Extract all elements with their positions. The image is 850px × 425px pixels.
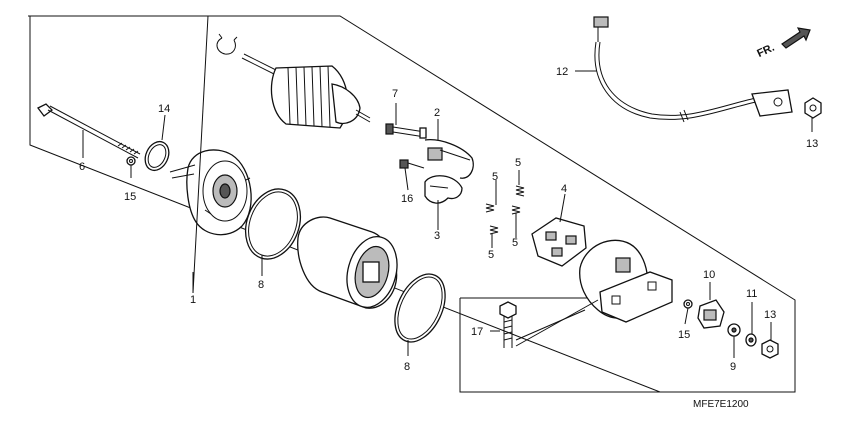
- spring-part-b: [485, 203, 495, 213]
- insulator-part: [531, 217, 587, 267]
- rear-cover-part: [579, 239, 673, 323]
- bolt-part-17: [499, 301, 517, 348]
- washer-part-right: [683, 299, 693, 309]
- callout-16: 16: [401, 193, 413, 205]
- washer-part-9: [727, 323, 741, 337]
- starter-cable-part: [593, 16, 793, 123]
- leader-lines: [82, 15, 813, 358]
- callout-10: 10: [703, 269, 715, 281]
- o-ring-small-part: [144, 140, 170, 172]
- spring-part-c: [511, 205, 521, 215]
- callout-8b: 8: [404, 361, 410, 373]
- snap-ring-part: [216, 33, 238, 55]
- front-cover-part: [169, 149, 252, 236]
- callout-8a: 8: [258, 279, 264, 291]
- callout-9: 9: [730, 361, 736, 373]
- callout-7: 7: [392, 88, 398, 100]
- callout-15a: 15: [124, 191, 136, 203]
- terminal-insulator-part: [697, 299, 725, 329]
- bolt-part-7: [385, 123, 427, 139]
- washer-part-11: [745, 333, 757, 347]
- spring-part-a: [515, 185, 525, 197]
- callout-13a: 13: [806, 138, 818, 150]
- callout-2: 2: [434, 107, 440, 119]
- callout-5c: 5: [512, 237, 518, 249]
- callout-5a: 5: [515, 157, 521, 169]
- long-bolt-part: [37, 103, 141, 159]
- callout-14: 14: [158, 103, 170, 115]
- nut-part-right: [761, 339, 779, 359]
- callout-1: 1: [190, 294, 196, 306]
- callout-6: 6: [79, 161, 85, 173]
- callout-11: 11: [746, 288, 757, 300]
- callout-5b: 5: [492, 171, 498, 183]
- armature-part: [241, 53, 371, 129]
- large-o-ring-part-right: [394, 273, 446, 343]
- callout-5d: 5: [488, 249, 494, 261]
- subassembly-outline: [459, 298, 660, 393]
- front-direction-arrow-icon: [781, 27, 811, 49]
- brush-plate-part: [424, 175, 463, 204]
- callout-3: 3: [434, 230, 440, 242]
- callout-17: 17: [471, 326, 483, 338]
- front-direction-label: FR.: [755, 42, 776, 60]
- nut-part-top: [804, 97, 822, 119]
- washer-part-left: [126, 156, 136, 166]
- callout-4: 4: [561, 183, 567, 195]
- assembly-outline: [28, 15, 796, 393]
- callout-13b: 13: [764, 309, 776, 321]
- brush-holder-part: [424, 139, 474, 179]
- small-bolt-part: [399, 159, 425, 169]
- yoke-housing-part: [297, 216, 398, 309]
- diagram-code: MFE7E1200: [693, 399, 749, 410]
- large-o-ring-part-left: [244, 188, 302, 260]
- callout-15b: 15: [678, 329, 690, 341]
- callout-12: 12: [556, 66, 568, 78]
- spring-part-d: [489, 225, 499, 235]
